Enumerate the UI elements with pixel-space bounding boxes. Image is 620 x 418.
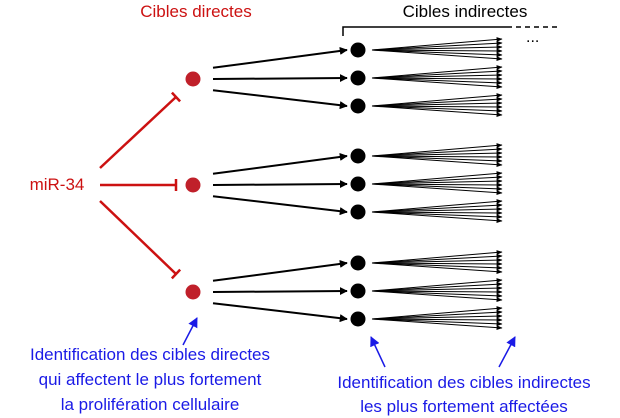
fanout-arrow (371, 100, 503, 107)
target-arrow (212, 46, 348, 69)
fanout-arrow (371, 183, 503, 192)
inhibition-edges (99, 91, 182, 280)
indirect-note-arrow-left (370, 336, 386, 368)
target-arrow (212, 287, 348, 296)
indirect-note-line-2: les plus fortement affectées (360, 397, 568, 416)
fanout-arrow (371, 290, 503, 303)
fanout-arrow (371, 155, 503, 168)
fanout-arrow (371, 154, 503, 160)
fanout-arrow (371, 285, 503, 292)
fanout-arrow (371, 313, 503, 320)
fanout-arrow (371, 49, 503, 62)
indirect-target-node (350, 283, 366, 299)
indirect-targets-heading: Cibles indirectes (403, 2, 528, 21)
fanout-arrow (371, 202, 503, 213)
fanout-arrow (371, 262, 503, 275)
inhibition-line (99, 96, 177, 169)
direct-note-line-1: Identification des cibles directes (30, 345, 270, 364)
fanout-arrow (371, 182, 503, 188)
inhibition-bar (170, 91, 182, 103)
indirect-target-node (350, 42, 366, 58)
fanout-arrow (371, 155, 503, 164)
target-edges (212, 46, 348, 323)
fanout-arrow (371, 93, 503, 107)
target-arrow (212, 302, 348, 323)
inhibition-bar (170, 268, 182, 280)
indirect-target-node (350, 148, 366, 164)
target-arrow (212, 180, 348, 189)
fanout-arrow (371, 44, 503, 51)
inhibition-line (99, 200, 177, 275)
fanout-arrow (371, 250, 503, 264)
fanout-arrow (371, 183, 503, 196)
fanout-edges (371, 37, 503, 331)
direct-note-line-3: la prolifération cellulaire (61, 395, 240, 414)
mir34-label: miR-34 (30, 175, 85, 194)
fanout-arrow (371, 278, 503, 292)
target-arrow (212, 259, 348, 282)
indirect-target-node (350, 98, 366, 114)
direct-target-node (185, 284, 201, 300)
fanout-arrow (371, 49, 503, 58)
ellipsis: ... (526, 29, 539, 46)
fanout-arrow (371, 96, 503, 107)
fanout-arrow (371, 281, 503, 292)
fanout-arrow (371, 150, 503, 157)
fanout-arrow (371, 178, 503, 185)
fanout-arrow (371, 253, 503, 264)
fanout-arrow (371, 211, 503, 224)
direct-target-node (185, 71, 201, 87)
fanout-arrow (371, 105, 503, 118)
fanout-arrow (371, 146, 503, 157)
fanout-arrow (371, 309, 503, 320)
fanout-arrow (371, 72, 503, 79)
indirect-target-node (350, 176, 366, 192)
direct-target-node (185, 177, 201, 193)
fanout-arrow (371, 318, 503, 327)
fanout-arrow (371, 65, 503, 79)
indirect-target-node (350, 70, 366, 86)
fanout-arrow (371, 210, 503, 216)
target-arrow (212, 74, 348, 83)
fanout-arrow (371, 48, 503, 54)
fanout-arrow (371, 306, 503, 320)
fanout-arrow (371, 211, 503, 220)
indirect-target-node (350, 311, 366, 327)
fanout-arrow (371, 77, 503, 86)
fanout-arrow (371, 77, 503, 90)
fanout-arrow (371, 317, 503, 323)
fanout-arrow (371, 289, 503, 295)
fanout-arrow (371, 37, 503, 51)
indirect-bracket (342, 26, 507, 36)
fanout-arrow (371, 318, 503, 331)
indirect-note-arrow-right (498, 336, 516, 368)
target-arrow (212, 152, 348, 175)
nodes (185, 42, 366, 327)
fanout-arrow (371, 104, 503, 110)
fanout-arrow (371, 76, 503, 82)
fanout-arrow (371, 290, 503, 299)
fanout-arrow (371, 206, 503, 213)
indirect-note-line-1: Identification des cibles indirectes (337, 373, 590, 392)
fanout-arrow (371, 262, 503, 271)
direct-note-arrow (182, 317, 198, 346)
fanout-arrow (371, 257, 503, 264)
fanout-arrow (371, 174, 503, 185)
indirect-target-node (350, 255, 366, 271)
direct-note-line-2: qui affectent le plus fortement (39, 370, 262, 389)
fanout-arrow (371, 171, 503, 185)
fanout-arrow (371, 199, 503, 213)
target-arrow (212, 195, 348, 216)
fanout-arrow (371, 68, 503, 79)
fanout-arrow (371, 40, 503, 51)
fanout-arrow (371, 105, 503, 114)
fanout-arrow (371, 261, 503, 267)
fanout-arrow (371, 143, 503, 157)
target-arrow (212, 89, 348, 110)
indirect-target-node (350, 204, 366, 220)
direct-targets-heading: Cibles directes (140, 2, 252, 21)
